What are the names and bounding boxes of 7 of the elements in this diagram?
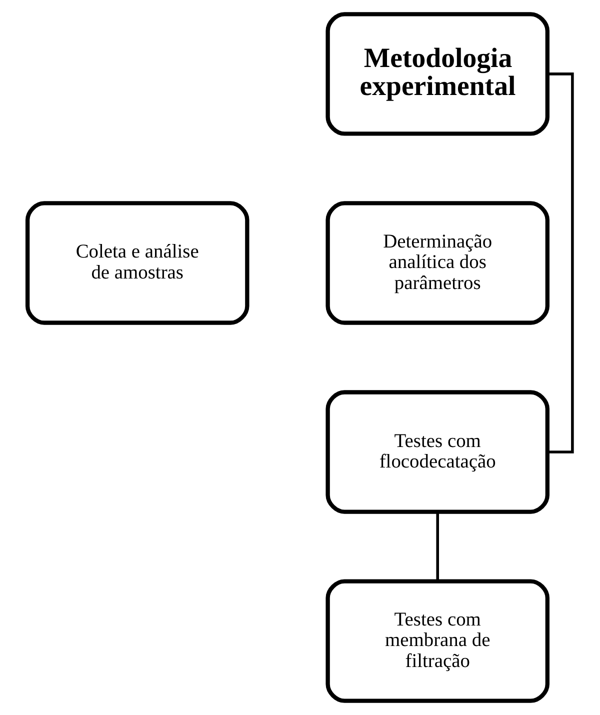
connector — [548, 72, 574, 454]
node-box: Metodologia experimental — [326, 12, 550, 136]
node-box: Testes com flocodecatação — [326, 390, 550, 514]
node-box: Coleta e análise de amostras — [25, 201, 250, 325]
connector — [436, 512, 439, 581]
node-box: Determinação analítica dos parâmetros — [326, 201, 550, 325]
node-box: Testes com membrana de filtração — [326, 579, 550, 703]
